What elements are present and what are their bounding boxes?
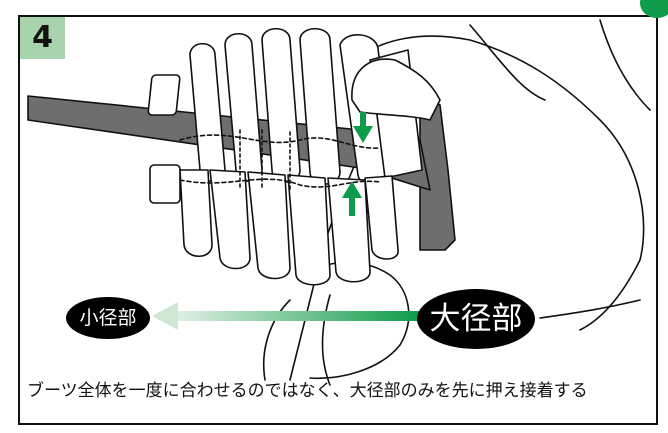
instruction-caption: ブーツ全体を一度に合わせるのではなく、大径部のみを先に押え接着する — [27, 381, 588, 401]
corner-marker-icon — [640, 0, 668, 18]
hand-outline — [599, 19, 651, 111]
direction-arrow-icon — [152, 302, 420, 330]
palm-outline — [539, 299, 641, 319]
finger-outline — [262, 299, 291, 381]
large-diameter-label: 大径部 — [417, 289, 535, 349]
small-diameter-label: 小径部 — [66, 297, 150, 339]
boot-large-end — [419, 94, 456, 251]
up-arrow-icon — [342, 181, 362, 198]
press-arrows — [342, 112, 373, 216]
step-number-badge: 4 — [20, 17, 65, 59]
hand-outline — [354, 35, 645, 331]
adhesive-line — [179, 178, 381, 188]
finger-outline — [321, 294, 331, 386]
boot-convolutions — [149, 164, 399, 286]
finger-outline — [351, 58, 441, 121]
adhesive-line — [179, 134, 381, 149]
down-arrow-icon — [353, 126, 373, 143]
hand-outline — [469, 24, 546, 101]
